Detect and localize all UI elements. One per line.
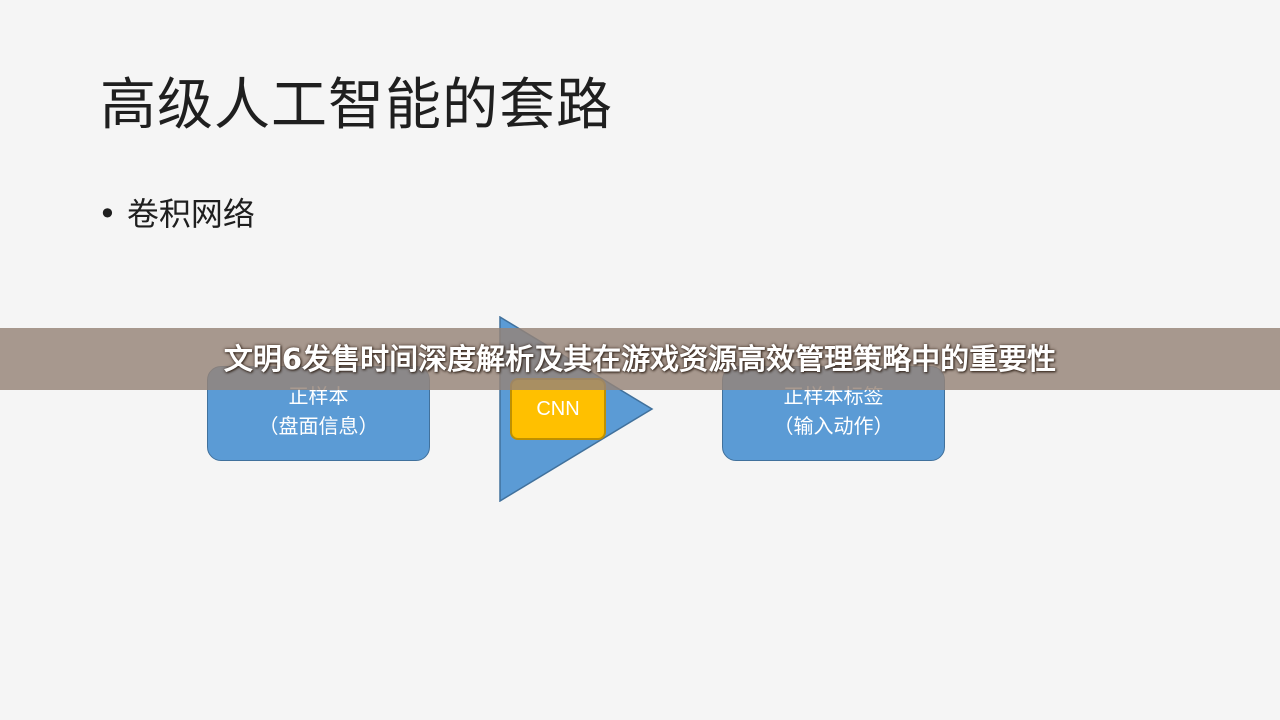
bullet-item: •卷积网络 [98, 190, 255, 238]
caption-overlay-text: 文明6发售时间深度解析及其在游戏资源高效管理策略中的重要性 [223, 342, 1057, 376]
slide-title: 高级人工智能的套路 [100, 73, 613, 138]
positive-sample-sublabel: （盘面信息） [258, 414, 379, 438]
caption-overlay-band [0, 328, 1280, 390]
positive-label-sublabel: （输入动作） [773, 414, 894, 438]
bullet-text: 卷积网络 [126, 195, 255, 233]
bullet-marker: • [98, 195, 117, 233]
